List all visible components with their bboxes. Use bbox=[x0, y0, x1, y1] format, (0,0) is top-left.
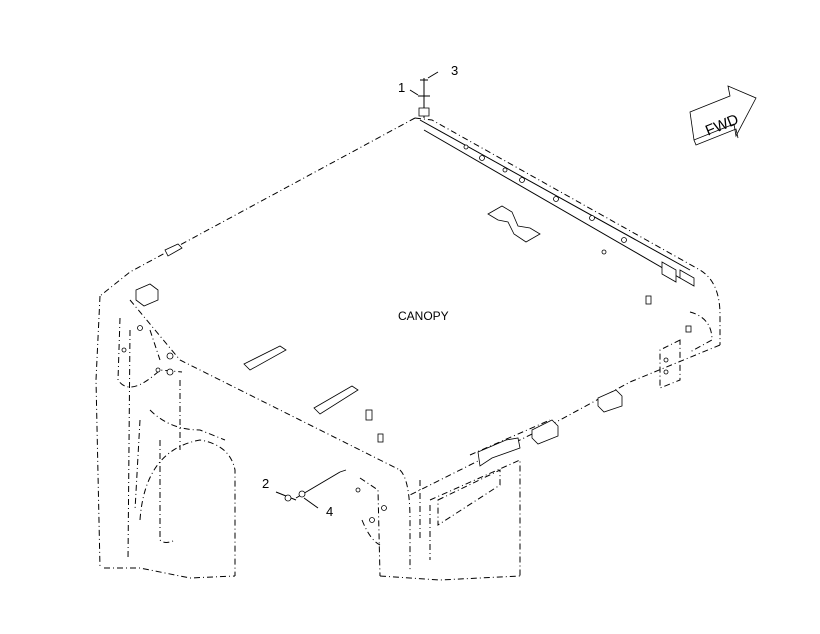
callout-4: 4 bbox=[326, 504, 333, 519]
canopy-outline bbox=[95, 117, 721, 581]
top-bracket bbox=[487, 205, 541, 243]
rail-bolts bbox=[463, 144, 627, 255]
slats bbox=[243, 345, 623, 467]
canopy-label: CANOPY bbox=[398, 309, 449, 323]
callout-1: 1 bbox=[398, 80, 405, 95]
forward-arrow-icon: FWD bbox=[689, 85, 757, 146]
corner-blocks bbox=[135, 243, 695, 307]
side-fastener bbox=[275, 469, 347, 509]
callout-3: 3 bbox=[451, 63, 458, 78]
pins bbox=[121, 295, 692, 523]
callout-2: 2 bbox=[262, 476, 269, 491]
top-fastener bbox=[409, 71, 439, 118]
